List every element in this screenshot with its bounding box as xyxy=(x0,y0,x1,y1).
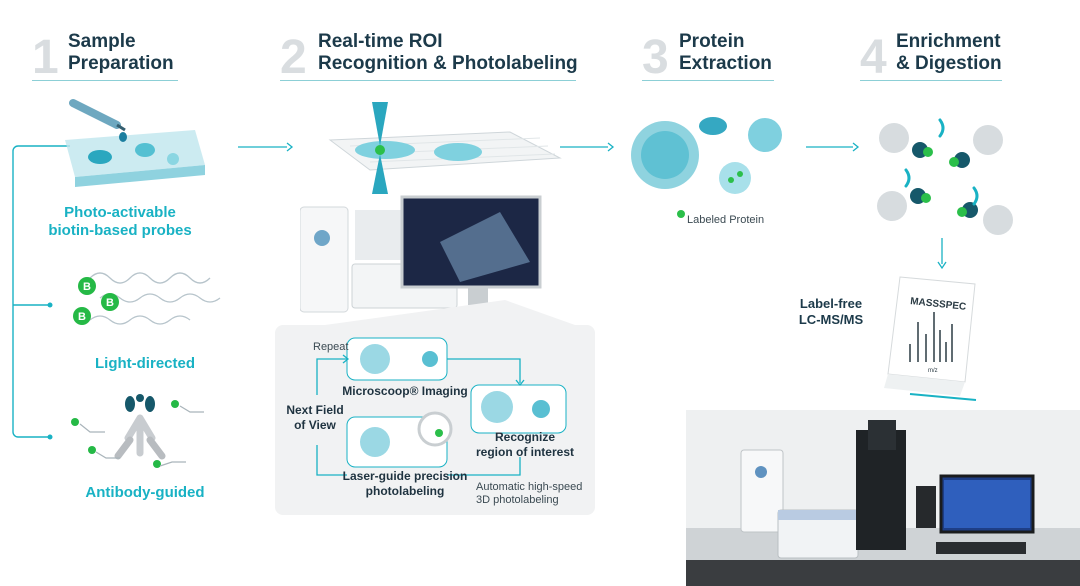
lcms-line1: Label-free xyxy=(799,296,863,311)
cycle-laser-line1: Laser-guide precision xyxy=(342,469,468,483)
probe-photo-line2: biotin-based probes xyxy=(48,222,192,239)
printout-axis: m/z xyxy=(928,368,938,374)
step-title-line1: Protein xyxy=(679,31,745,52)
instrument-photo xyxy=(686,410,1080,586)
cycle-laser: Laser-guide precision photolabeling xyxy=(330,469,480,499)
step-number: 2 xyxy=(280,31,307,84)
step-divider xyxy=(642,80,774,81)
step-title-line1: Sample xyxy=(68,31,136,52)
step-title-line1: Enrichment xyxy=(896,31,1001,52)
step-divider xyxy=(32,80,178,81)
cycle-next-field: Next Field of View xyxy=(280,403,350,433)
labeled-protein-legend: Labeled Protein xyxy=(687,214,765,226)
step-title-line2: Recognition & Photolabeling xyxy=(318,53,578,74)
step-divider xyxy=(860,80,1002,81)
step-divider xyxy=(280,80,576,81)
probe-photo-label: Photo-activable biotin-based probes xyxy=(30,204,210,240)
probe-photo-line1: Photo-activable xyxy=(64,204,176,221)
step-title-line1: Real-time ROI xyxy=(318,31,443,52)
step-number: 4 xyxy=(860,31,887,84)
mass-spec-printout: MASSSPEC m/z xyxy=(884,276,977,401)
step-number: 1 xyxy=(32,31,59,84)
instrument-photo-art xyxy=(686,410,1080,586)
cells-illustration xyxy=(631,117,782,218)
cycle-diagram xyxy=(316,337,567,476)
cycle-imaging: Microscoop® Imaging xyxy=(342,384,468,398)
panel-callout xyxy=(325,300,575,325)
lcms-line2: LC-MS/MS xyxy=(798,312,864,327)
enrichment-illustration xyxy=(877,118,1013,235)
probe-light-label: Light-directed xyxy=(95,355,195,372)
cycle-repeat: Repeat xyxy=(313,341,349,353)
cycle-next-line2: of View xyxy=(294,418,336,432)
cycle-laser-line2: photolabeling xyxy=(365,484,445,498)
step-title-line2: Extraction xyxy=(679,53,772,74)
step-number: 3 xyxy=(642,31,669,84)
step-title-line2: Preparation xyxy=(68,53,174,74)
cycle-auto-line1: Automatic high-speed xyxy=(476,481,583,493)
cycle-recognize: Recognize region of interest xyxy=(470,430,580,460)
biotin-letter: B xyxy=(83,281,91,293)
cycle-recognize-line2: region of interest xyxy=(475,445,574,459)
cycle-next-line1: Next Field xyxy=(286,403,344,417)
step-title-line2: & Digestion xyxy=(896,53,1002,74)
biotin-probes-illustration: B B B xyxy=(73,272,221,325)
antibody-illustration xyxy=(71,394,204,468)
cycle-auto-line2: 3D photolabeling xyxy=(476,494,559,506)
cycle-automatic: Automatic high-speed 3D photolabeling xyxy=(476,481,582,507)
probe-antibody-label: Antibody-guided xyxy=(85,484,205,501)
microscope-system-illustration xyxy=(300,102,562,313)
sample-dish-illustration xyxy=(65,99,205,187)
lcms-label: Label-free LC-MS/MS xyxy=(793,296,869,328)
biotin-letter: B xyxy=(78,311,86,323)
biotin-letter: B xyxy=(106,297,114,309)
cycle-recognize-line1: Recognize xyxy=(494,430,555,444)
